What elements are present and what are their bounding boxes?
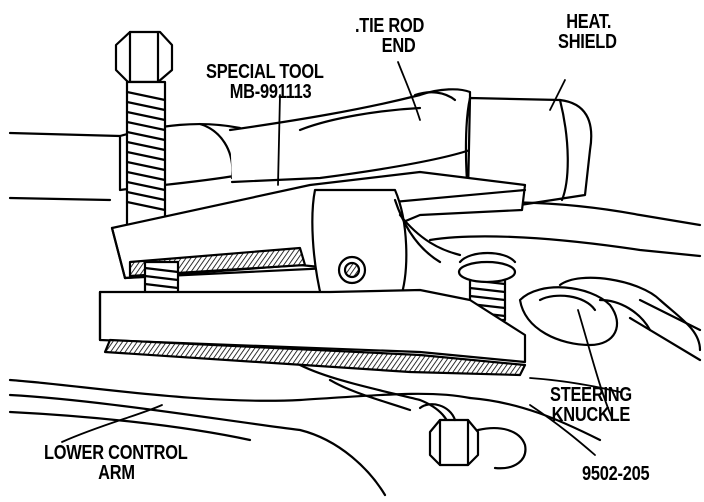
lower-control-arm-label: LOWER CONTROL ARM [44,442,188,484]
heat-shield [464,96,593,207]
lower-control-arm [8,363,602,497]
tie-rod-end-label-line2: END [381,35,416,57]
upper-shaft [8,122,242,202]
heat-shield-label: HEAT. SHIELD [558,12,617,52]
special-tool-label-line1: SPECIAL TOOL [206,61,324,83]
lower-control-arm-label-line2: ARM [98,462,135,484]
steering-knuckle-label-line1: STEERING [550,384,632,406]
tool-pivot [311,188,462,313]
steering-knuckle-label-line2: KNUCKLE [551,404,631,426]
heat-shield-label-line2: SHIELD [558,31,617,53]
heat-shield-label-line1: HEAT. [566,11,612,33]
ball-joint-nut [418,403,527,470]
special-tool-label-line2: MB-991113 [229,81,312,103]
lower-control-arm-label-line1: LOWER CONTROL [44,442,188,464]
figure-number: 9502-205 [582,463,650,485]
leader-lines [61,61,621,456]
tool-lower-screw [143,260,180,298]
special-tool-lower-jaw [98,288,527,377]
tie-rod-end-label-line1: .TIE ROD [355,15,425,37]
tie-rod-end [228,88,472,184]
steering-knuckle-label: STEERING KNUCKLE [550,385,632,425]
steering-knuckle [418,201,702,362]
special-tool-label: SPECIAL TOOL MB-991113 [206,62,324,102]
tie-rod-end-label: .TIE ROD END [355,16,424,56]
forcing-screw [114,30,174,232]
